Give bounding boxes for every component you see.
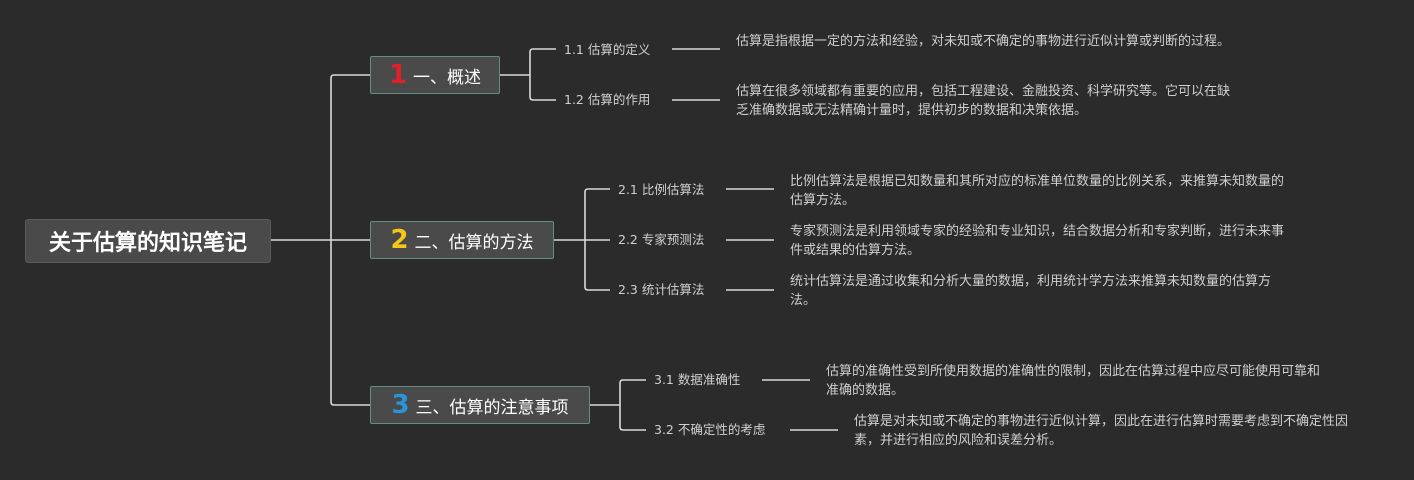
sec3-bracket: [619, 379, 646, 431]
item-desc-3-2: 估算是对未知或不确定的事物进行近似计算，因此在进行估算时需要考虑到不确定性因素，…: [854, 414, 1349, 448]
item-label-1-2[interactable]: 1.2 估算的作用: [564, 92, 651, 107]
section-node-1[interactable]: 1 一、概述: [370, 56, 500, 94]
section-number-3: 3: [391, 390, 410, 420]
section-number-2: 2: [390, 225, 409, 255]
item-label-3-1[interactable]: 3.1 数据准确性: [654, 372, 741, 387]
item-desc-2-1: 比例估算法是根据已知数量和其所对应的标准单位数量的比例关系，来推算未知数量的估算…: [790, 174, 1285, 208]
item-desc-1-1: 估算是指根据一定的方法和经验，对未知或不确定的事物进行近似计算或判断的过程。: [736, 34, 1231, 49]
item-desc-2-3: 统计估算法是通过收集和分析大量的数据，利用统计学方法来推算未知数量的估算方法。: [790, 274, 1272, 308]
item-label-2-1[interactable]: 2.1 比例估算法: [618, 182, 705, 197]
root-node[interactable]: 关于估算的知识笔记: [25, 219, 271, 263]
section-node-3[interactable]: 3 三、估算的注意事项: [370, 386, 590, 424]
item-desc-3-1: 估算的准确性受到所使用数据的准确性的限制，因此在估算过程中应尽可能使用可靠和准确…: [826, 364, 1321, 398]
section-label-3: 三、估算的注意事项: [415, 397, 569, 418]
item-label-1-1[interactable]: 1.1 估算的定义: [564, 42, 651, 57]
sec1-bracket: [529, 48, 556, 101]
item-desc-1-2: 估算在很多领域都有重要的应用，包括工程建设、金融投资、科学研究等。它可以在缺乏准…: [736, 84, 1231, 118]
item-label-2-3[interactable]: 2.3 统计估算法: [618, 282, 705, 297]
item-desc-2-2: 专家预测法是利用领域专家的经验和专业知识，结合数据分析和专家判断，进行未来事件或…: [790, 224, 1285, 258]
item-label-3-2[interactable]: 3.2 不确定性的考虑: [654, 422, 766, 437]
root-label: 关于估算的知识笔记: [48, 231, 247, 256]
section-label-1: 一、概述: [413, 67, 482, 88]
section-node-2[interactable]: 2 二、估算的方法: [370, 221, 554, 259]
item-label-2-2[interactable]: 2.2 专家预测法: [618, 232, 705, 247]
section-label-2: 二、估算的方法: [414, 232, 534, 253]
section-number-1: 1: [388, 60, 408, 90]
